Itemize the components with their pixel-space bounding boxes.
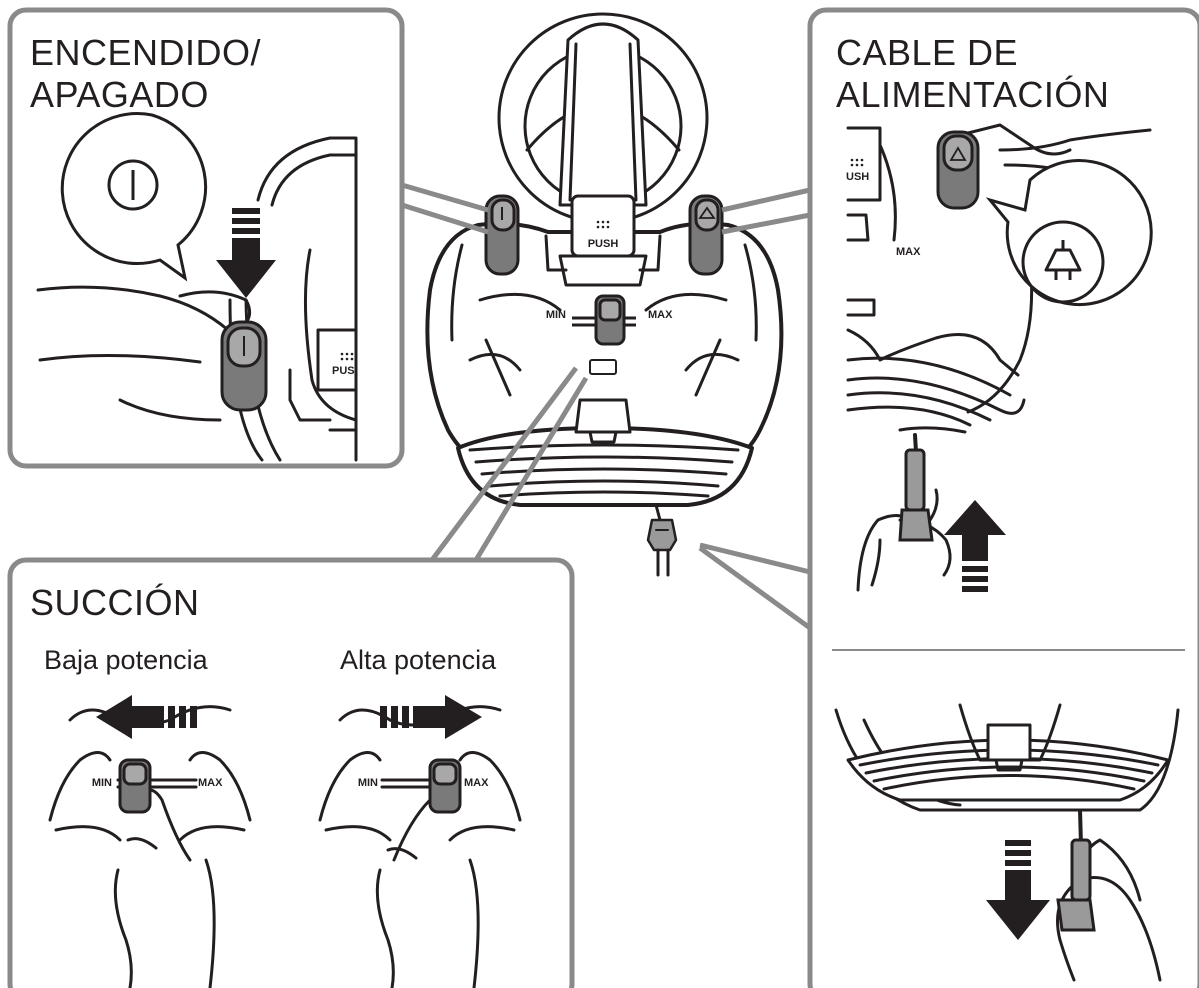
cord-title-line2: ALIMENTACIÓN: [836, 74, 1109, 116]
center-power-button: [486, 196, 518, 274]
suction-panel-title: SUCCIÓN: [30, 582, 200, 624]
center-max-label: MAX: [648, 309, 673, 321]
center-cord-button: [690, 196, 722, 274]
cord-panel: USH MAX: [810, 10, 1199, 988]
power-title-line2: APAGADO: [30, 74, 261, 116]
power-panel-title: ENCENDIDO/ APAGADO: [30, 32, 261, 116]
cord-panel-push-label: USH: [846, 171, 869, 183]
cord-button-closeup: [938, 132, 978, 208]
power-button-closeup: [222, 322, 266, 410]
high-power-slider: [430, 760, 460, 812]
center-push-label: PUSH: [588, 238, 619, 250]
cord-panel-title: CABLE DE ALIMENTACIÓN: [836, 32, 1109, 116]
device-plug: [648, 505, 676, 575]
cord-panel-max-label: MAX: [896, 246, 921, 258]
low-power-label: Baja potencia: [44, 644, 208, 676]
cord-title-line1: CABLE DE: [836, 32, 1109, 74]
high-max-label: MAX: [464, 777, 489, 789]
center-min-label: MIN: [546, 309, 566, 321]
low-min-label: MIN: [92, 777, 112, 789]
high-min-label: MIN: [358, 777, 378, 789]
suction-panel: MIN MAX: [10, 560, 572, 988]
high-power-label: Alta potencia: [340, 644, 496, 676]
low-power-slider: [120, 760, 150, 812]
power-panel-push-label: PUSI: [332, 365, 358, 377]
power-title-line1: ENCENDIDO/: [30, 32, 261, 74]
low-max-label: MAX: [198, 777, 223, 789]
device-handle: [560, 24, 646, 205]
